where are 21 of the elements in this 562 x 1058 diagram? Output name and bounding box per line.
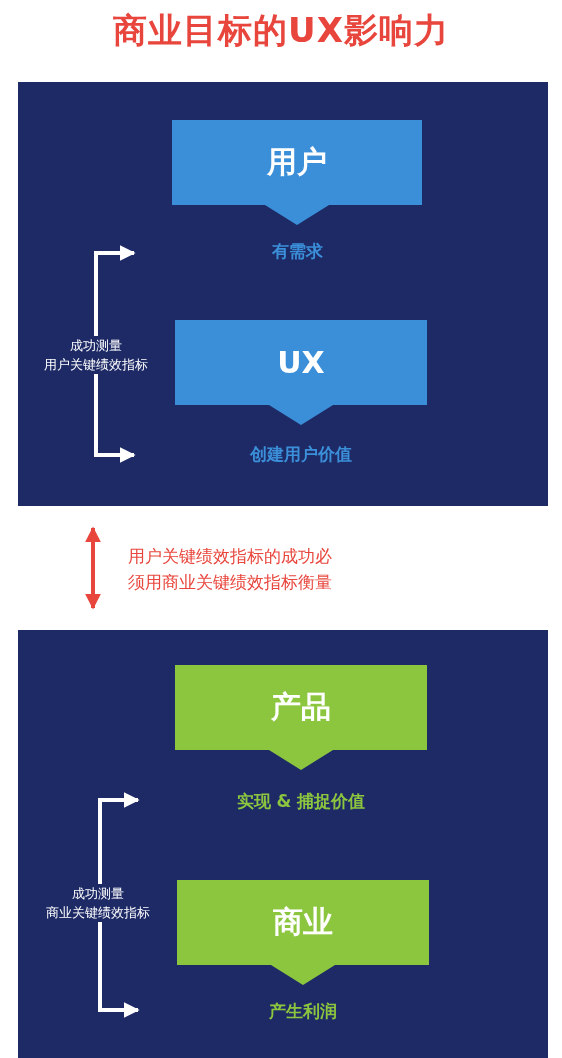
arrow <box>94 374 136 463</box>
metric-text: 用户关键绩效指标 <box>44 356 148 374</box>
arrow <box>98 922 140 1018</box>
caption-text: 创建用户价值 <box>249 443 353 466</box>
box-title: UX <box>277 345 325 380</box>
note-text: 用户关键绩效指标的成功必须用商业关键绩效指标衡量 <box>128 545 333 594</box>
arrow <box>94 245 136 336</box>
box-title: 商业 <box>273 903 333 941</box>
metric-text: 成功测量 <box>70 337 122 355</box>
caption-text: 产生利润 <box>268 1000 338 1023</box>
arrow <box>98 792 140 884</box>
box-title: 用户 <box>267 143 327 181</box>
panel-background <box>18 82 548 506</box>
metric-text: 成功测量 <box>72 885 124 903</box>
metric-text: 商业关键绩效指标 <box>46 904 150 922</box>
arrow <box>85 526 101 610</box>
caption-text: 有需求 <box>270 240 324 263</box>
diagram-title: 商业目标的UX影响力 <box>112 9 450 52</box>
box-title: 产品 <box>271 688 331 726</box>
caption-text: 实现 & 捕捉价值 <box>235 790 367 813</box>
panel-background <box>18 630 548 1058</box>
